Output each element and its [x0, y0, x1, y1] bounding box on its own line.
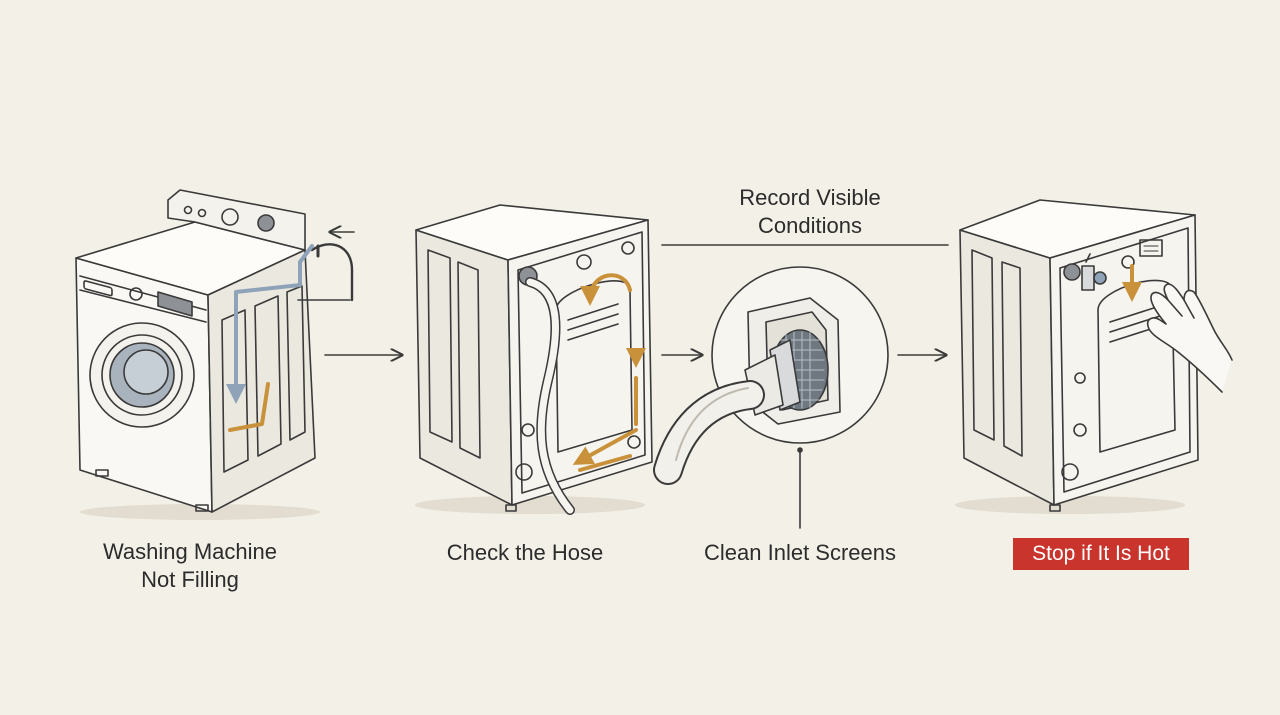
callout-record-conditions: Record Visible Conditions	[739, 185, 881, 238]
step-label-check-hose: Check the Hose	[446, 540, 604, 565]
inlet-screen-filter-icon	[653, 266, 889, 529]
water-valve-icon	[955, 199, 1199, 514]
washing-machine-icon	[75, 189, 355, 520]
warning-badge-stop-if-hot: Stop if It Is Hot	[1013, 538, 1189, 570]
step-label-clean-screens: Clean Inlet Screens	[704, 540, 896, 565]
hand-icon	[1146, 283, 1233, 393]
step-label-not-filling: Washing Machine Not Filling	[102, 539, 278, 592]
water-hose-icon	[415, 204, 653, 515]
